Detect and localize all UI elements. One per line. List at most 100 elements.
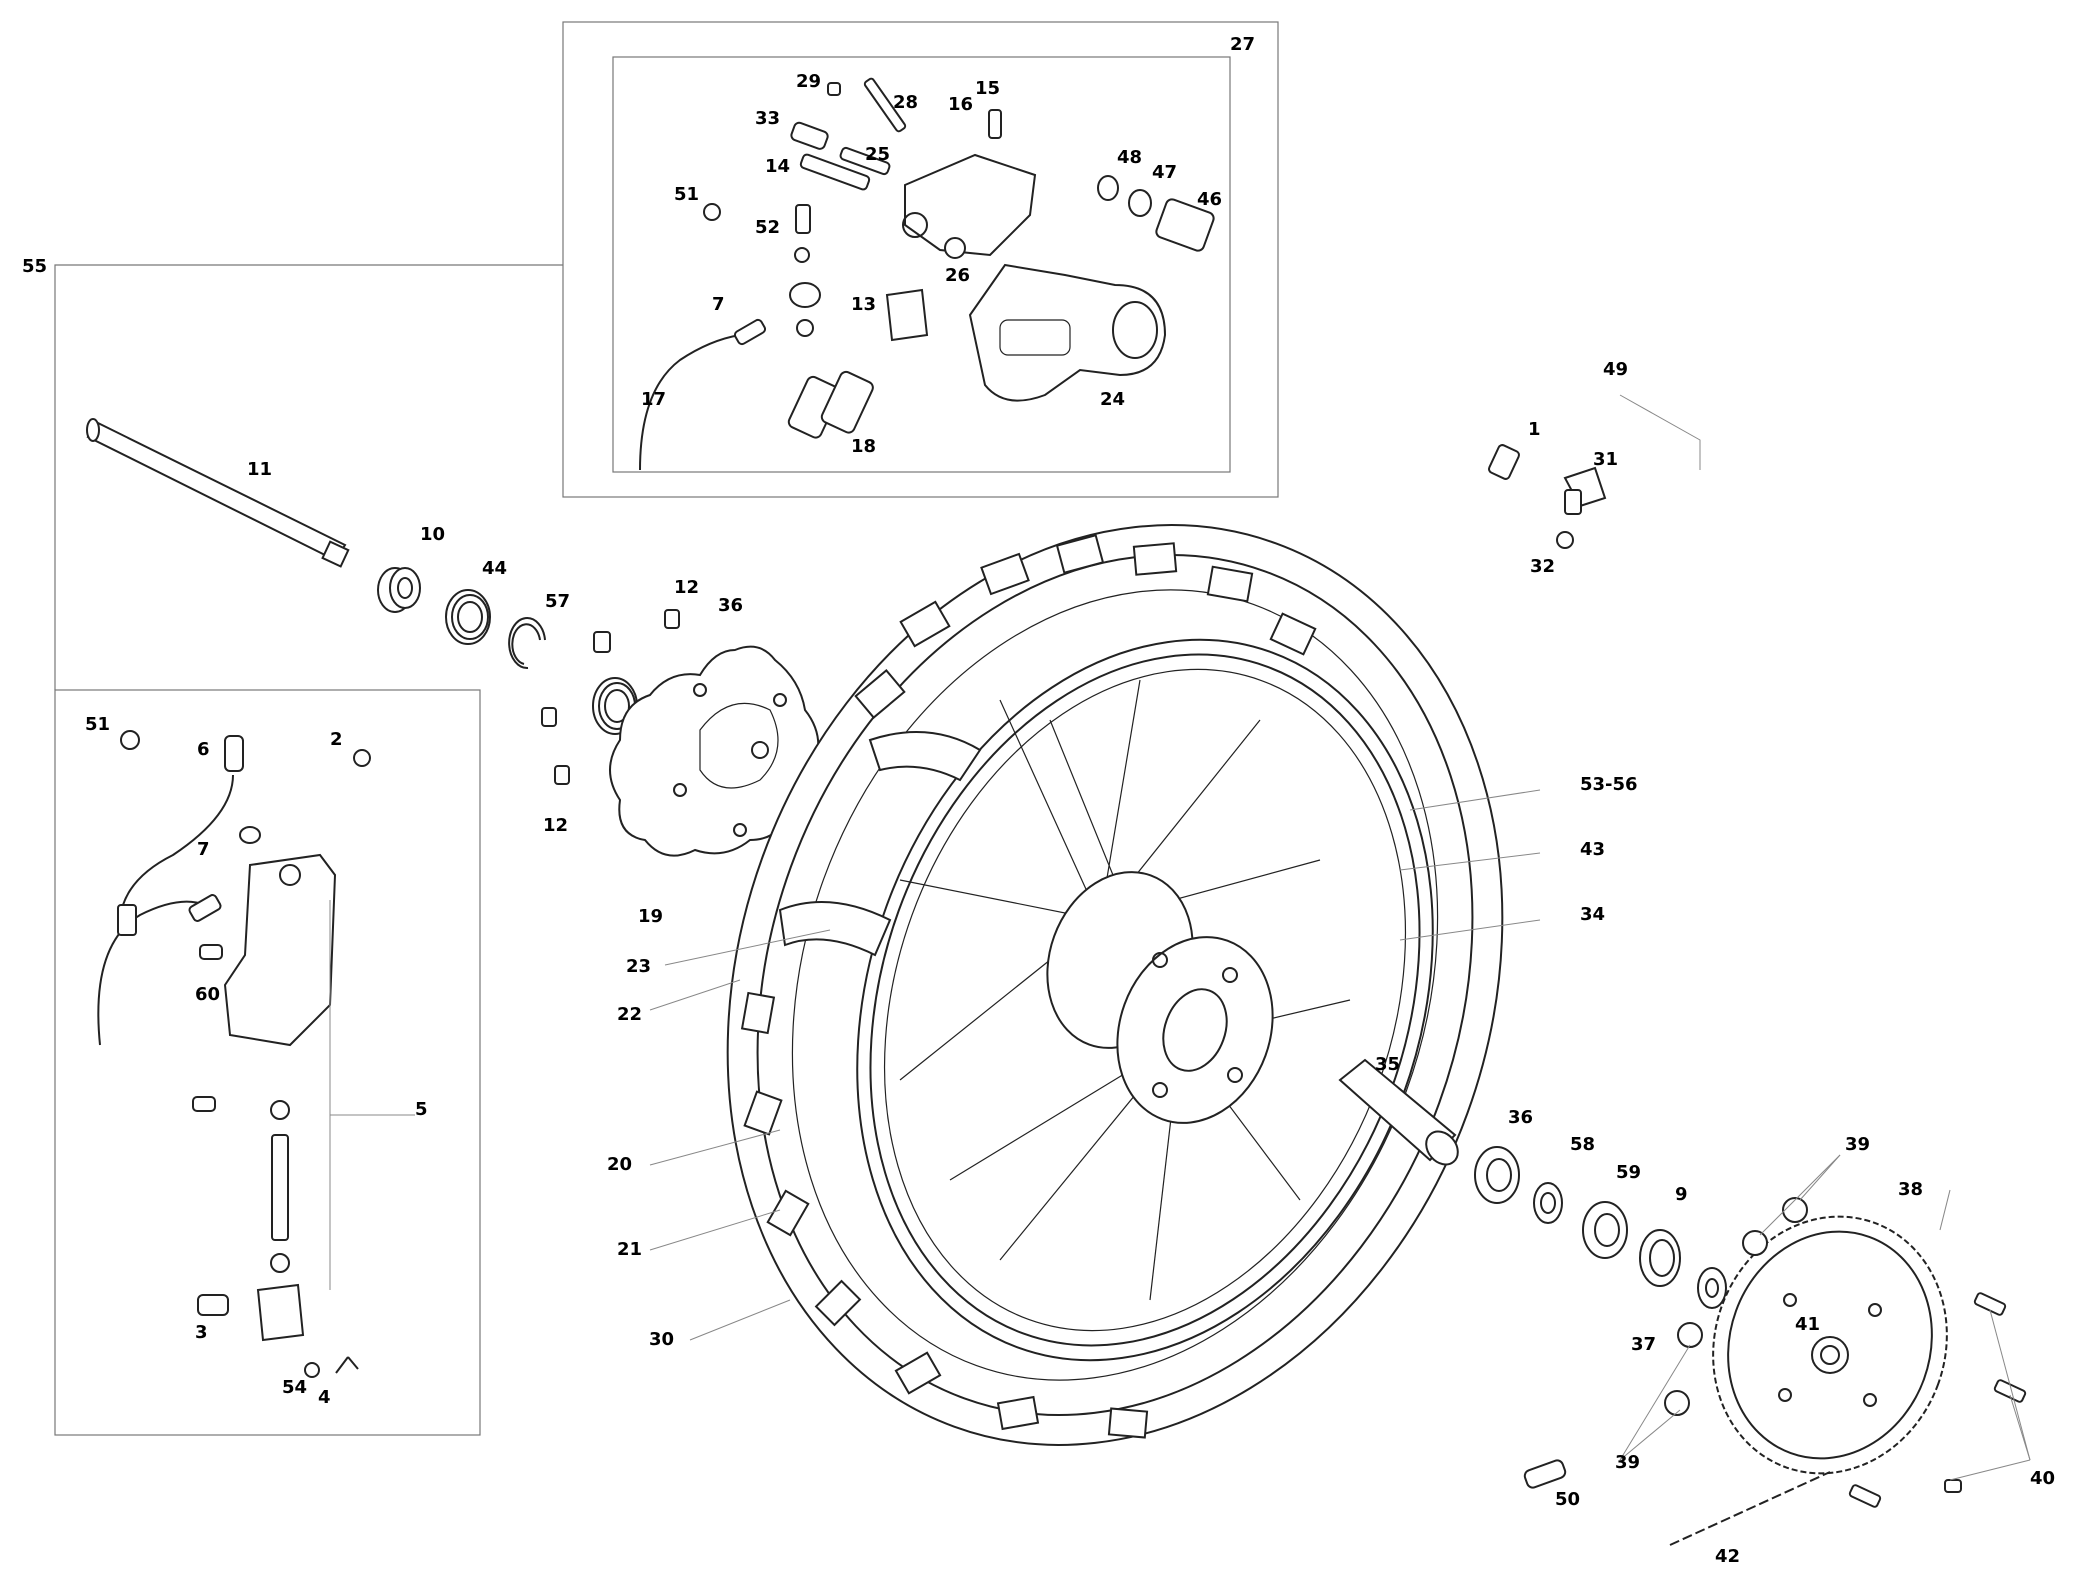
callout-21: 21 [617, 1239, 642, 1260]
callout-36-right: 36 [1508, 1107, 1533, 1128]
brake-pads-18 [787, 370, 874, 439]
washer-54 [304, 1362, 320, 1378]
assembly-outline-55 [54, 264, 563, 690]
sprocket-bolts-40 [1848, 1292, 2027, 1508]
clip-2 [353, 749, 371, 767]
callout-32: 32 [1530, 556, 1555, 577]
bearing-44 [445, 589, 491, 645]
callout-57: 57 [545, 591, 570, 612]
callout-12-upper: 12 [674, 577, 699, 598]
callout-1: 1 [1528, 419, 1541, 440]
master-cylinder-5 [223, 853, 337, 1047]
outline-49 [1619, 394, 1701, 470]
callout-53-56: 53-56 [1580, 774, 1638, 795]
callout-54: 54 [282, 1377, 307, 1398]
clip-51-lower [120, 730, 140, 750]
sprocket-nuts-39 [1664, 1197, 1808, 1416]
brake-caliper-body [902, 153, 1037, 257]
callout-2: 2 [330, 729, 343, 750]
slide-pin-28 [863, 77, 907, 133]
banjo-7-lower [188, 826, 261, 922]
callout-40: 40 [2030, 1468, 2055, 1489]
spacer-58 [1533, 1182, 1563, 1224]
callout-7-upper: 7 [712, 294, 725, 315]
callout-25: 25 [865, 144, 890, 165]
callout-13: 13 [851, 294, 876, 315]
wheel-hub-34 [1046, 871, 1274, 1124]
callout-30: 30 [649, 1329, 674, 1350]
callout-38: 38 [1898, 1179, 1923, 1200]
pad-spring-13 [885, 288, 929, 342]
callout-52: 52 [755, 217, 780, 238]
spacer-37 [1697, 1267, 1727, 1309]
bolts-60 [192, 944, 223, 1112]
bearing-59 [1582, 1201, 1628, 1259]
callout-22: 22 [617, 1004, 642, 1025]
callout-11: 11 [247, 459, 272, 480]
rim-tape-23 [778, 731, 982, 957]
chain-guide-31 [1563, 466, 1607, 515]
callout-31: 31 [1593, 449, 1618, 470]
cap-29 [827, 82, 841, 96]
brake-disc-19 [609, 645, 820, 857]
callout-46: 46 [1197, 189, 1222, 210]
chain-adjuster-1 [1488, 444, 1520, 480]
callout-29: 29 [796, 71, 821, 92]
brake-switch-wire [97, 900, 206, 1046]
split-pin-4 [335, 1356, 359, 1374]
callout-20: 20 [607, 1154, 632, 1175]
callout-24: 24 [1100, 389, 1125, 410]
callout-50: 50 [1555, 1489, 1580, 1510]
callout-49: 49 [1603, 359, 1628, 380]
nut-32 [1556, 531, 1574, 549]
wheel-bearing-36-right [1474, 1146, 1520, 1204]
chain-master-link-50 [1523, 1459, 1567, 1489]
callout-37: 37 [1631, 1334, 1656, 1355]
callout-51-upper: 51 [674, 184, 699, 205]
callout-14: 14 [765, 156, 790, 177]
callout-44: 44 [482, 558, 507, 579]
fitting-52 [795, 204, 811, 234]
tire-tread-blocks [740, 534, 1317, 1439]
callout-33: 33 [755, 108, 780, 129]
callout-10: 10 [420, 524, 445, 545]
callout-labels: 1 2 3 4 5 6 7 7 9 10 11 12 12 13 14 15 1… [22, 34, 2055, 1567]
caliper-group-box-27 [562, 21, 1279, 498]
washer-48 [1097, 175, 1119, 201]
clip-51-upper [703, 203, 721, 221]
callout-15: 15 [975, 78, 1000, 99]
callout-23: 23 [626, 956, 651, 977]
callout-39-lower: 39 [1615, 1452, 1640, 1473]
hub-spacer-35 [1338, 1058, 1459, 1166]
callout-27: 27 [1230, 34, 1255, 55]
callout-41: 41 [1795, 1314, 1820, 1335]
bolt-25 [839, 146, 891, 176]
callout-12-lower: 12 [543, 815, 568, 836]
brake-hose-17 [639, 318, 767, 471]
reservoir-hose-6 [122, 735, 244, 906]
callout-55: 55 [22, 256, 47, 277]
callout-17: 17 [641, 389, 666, 410]
piston-seal-26 [944, 237, 966, 259]
clevis [256, 1283, 305, 1342]
callout-43: 43 [1580, 839, 1605, 860]
callout-58: 58 [1570, 1134, 1595, 1155]
bolt-14 [799, 153, 871, 191]
callout-16: 16 [948, 94, 973, 115]
callout-48: 48 [1117, 147, 1142, 168]
pin-33 [790, 121, 829, 150]
leader-lines [329, 789, 2031, 1481]
seal-47 [1128, 189, 1152, 217]
callout-35: 35 [1375, 1054, 1400, 1075]
clevis-pin-3 [197, 1294, 229, 1316]
axle-spacer-10 [377, 567, 421, 613]
callout-42: 42 [1715, 1546, 1740, 1567]
rear-axle-11 [86, 418, 350, 568]
callout-9: 9 [1675, 1184, 1688, 1205]
callout-59: 59 [1616, 1162, 1641, 1183]
circlip-57 [508, 617, 546, 670]
callout-6: 6 [197, 739, 210, 760]
callout-28: 28 [893, 92, 918, 113]
callout-4: 4 [318, 1387, 331, 1408]
